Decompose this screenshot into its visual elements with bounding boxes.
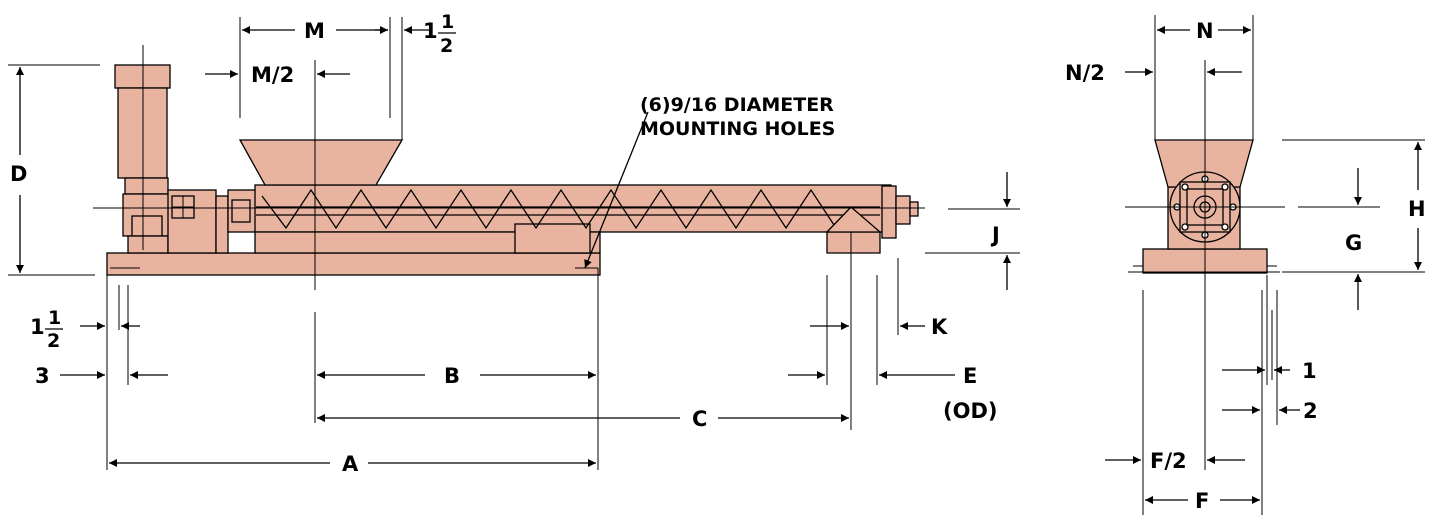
label-one-half-top-num: 1 bbox=[441, 11, 454, 33]
side-dimensions: M 1 1 2 M/2 D (6)9/16 DIAMETER MOUNTING … bbox=[8, 11, 1020, 476]
discharge-spout bbox=[826, 231, 881, 254]
note-line-1: (6)9/16 DIAMETER bbox=[640, 94, 834, 116]
side-view bbox=[93, 45, 925, 290]
label-three: 3 bbox=[35, 364, 50, 388]
label-c: C bbox=[692, 407, 707, 431]
base-frame bbox=[106, 252, 601, 276]
label-one-half-top-whole: 1 bbox=[423, 19, 438, 43]
label-e: E bbox=[963, 364, 977, 388]
end-view bbox=[1125, 60, 1380, 470]
label-one-half-left-num: 1 bbox=[48, 307, 61, 329]
hopper bbox=[238, 139, 404, 186]
label-f: F bbox=[1195, 489, 1209, 513]
label-od: (OD) bbox=[943, 399, 997, 423]
end-bearing bbox=[881, 185, 897, 239]
label-one-half-left-whole: 1 bbox=[30, 315, 45, 339]
label-m: M bbox=[304, 19, 325, 43]
label-n-half: N/2 bbox=[1065, 61, 1105, 85]
label-one-half-top-den: 2 bbox=[440, 35, 453, 57]
label-f-half: F/2 bbox=[1150, 449, 1187, 473]
end-dimensions: N N/2 H G 1 2 F/2 F bbox=[1065, 15, 1426, 515]
gearbox-foot bbox=[127, 235, 169, 254]
label-k: K bbox=[931, 315, 948, 339]
label-m-half: M/2 bbox=[251, 63, 294, 87]
end-hopper bbox=[1154, 139, 1254, 188]
note-line-2: MOUNTING HOLES bbox=[640, 118, 835, 140]
label-a: A bbox=[342, 452, 359, 476]
label-one: 1 bbox=[1302, 359, 1317, 383]
label-j: J bbox=[990, 223, 1000, 247]
label-h: H bbox=[1408, 197, 1426, 221]
label-one-half-left-den: 2 bbox=[47, 330, 60, 352]
label-n: N bbox=[1196, 19, 1214, 43]
label-d: D bbox=[10, 162, 27, 186]
label-g: G bbox=[1345, 231, 1362, 255]
mounting-block bbox=[514, 223, 591, 254]
gear-reducer bbox=[124, 177, 169, 195]
bearing-block bbox=[215, 195, 229, 254]
label-b: B bbox=[444, 364, 460, 388]
label-two: 2 bbox=[1303, 399, 1318, 423]
screw-flights bbox=[261, 188, 851, 230]
